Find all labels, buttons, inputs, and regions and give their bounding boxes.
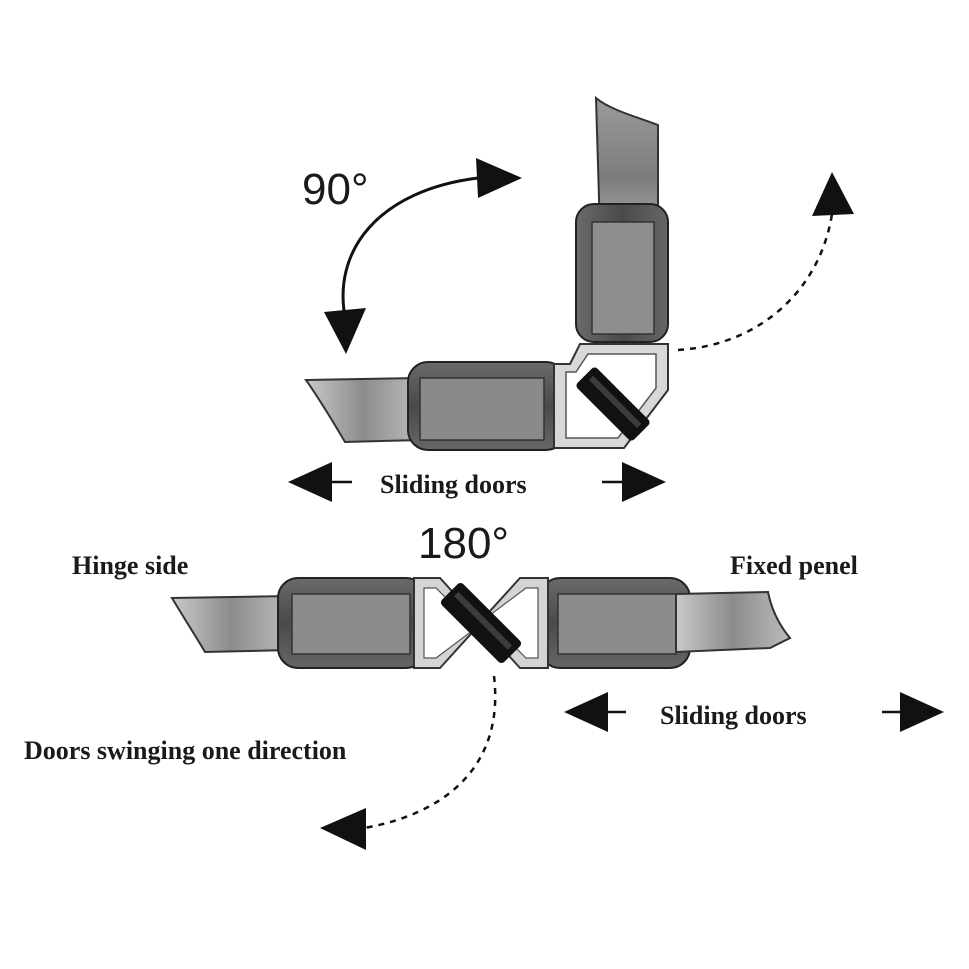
sliding-arrows-bottom (564, 692, 944, 732)
sliding-doors-bottom-label: Sliding doors (660, 701, 807, 730)
sliding-arrows-top (288, 462, 666, 502)
magnet-strip-90 (576, 367, 650, 441)
rotation-arrow-90 (324, 158, 522, 354)
swing-arrow-90 (677, 172, 854, 352)
assembly-90 (304, 95, 669, 451)
magnet-strip-180 (440, 582, 522, 664)
doors-swinging-label: Doors swinging one direction (24, 736, 347, 765)
vertical-glass-panel (594, 95, 659, 233)
swing-arrow-180 (320, 675, 497, 850)
horizontal-glass-panel (304, 376, 421, 444)
fixed-panel-label: Fixed penel (730, 551, 858, 580)
sliding-doors-top-label: Sliding doors (380, 470, 527, 499)
angle-180-label: 180° (418, 519, 509, 568)
left-glass-panel (170, 594, 291, 654)
hinge-side-label: Hinge side (72, 551, 188, 580)
angle-90-label: 90° (302, 165, 369, 214)
right-glass-panel (675, 590, 792, 654)
assembly-180 (170, 577, 792, 669)
